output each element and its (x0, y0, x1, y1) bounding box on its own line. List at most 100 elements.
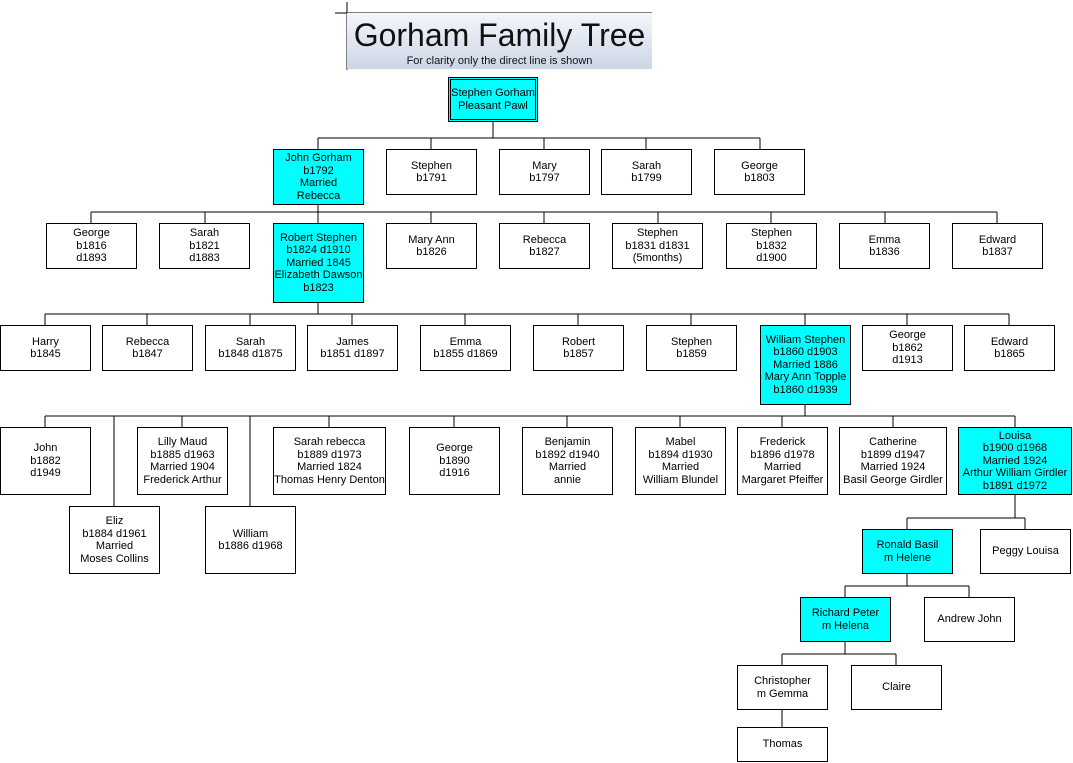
person-text-line: Rebecca (522, 233, 567, 246)
person-text-line: John (33, 442, 58, 455)
person-text-line: b1824 d1910 (286, 244, 351, 257)
person-text-line: b1857 (563, 348, 594, 360)
person-text-line: b1827 (529, 246, 560, 258)
person-box-g5-peggy: Peggy Louisa (980, 529, 1071, 574)
person-text-line: James (336, 335, 369, 348)
person-text-line: Andrew John (937, 613, 1002, 626)
person-text-line: Married (661, 461, 700, 473)
person-box-g6-andrew: Andrew John (924, 597, 1015, 642)
person-text-line: d1916 (439, 467, 470, 480)
person-text-line: b1896 d1978 (750, 448, 815, 461)
person-text-line: b1894 d1930 (648, 448, 713, 461)
person-text-line: b1884 d1961 (82, 527, 147, 540)
person-text-line: b1860 d1903 (773, 346, 838, 359)
person-text-line: m Gemma (756, 687, 809, 700)
person-text-line: Rebecca (125, 335, 170, 348)
person-text-line: Sarah (235, 335, 266, 348)
person-text-line: Frederick (759, 436, 806, 448)
person-text-line: William Blundel (642, 473, 719, 486)
person-text-line: b1845 (30, 348, 61, 360)
person-text-line: Arthur William Girdler (962, 467, 1068, 480)
person-box-g7-claire: Claire (851, 665, 942, 710)
person-text-line: b1900 d1968 (982, 442, 1048, 455)
person-text-line: Ronald Basil (876, 539, 939, 551)
person-text-line: d1913 (892, 354, 923, 367)
person-text-line: Peggy Louisa (992, 545, 1059, 558)
person-text-line: m Helena (821, 619, 870, 632)
person-text-line: b1836 (869, 246, 900, 258)
person-text-line: Married 1845 (286, 256, 351, 269)
person-text-line: b1816 (76, 239, 107, 252)
person-text-line: Benjamin (544, 436, 591, 448)
person-text-line: Edward (978, 233, 1017, 246)
person-text-line: Married (548, 461, 587, 473)
person-text-line: b1847 (132, 348, 163, 360)
person-text-line: Sarah rebecca (293, 436, 366, 448)
person-text-line: b1886 d1968 (218, 540, 283, 552)
person-text-line: b1848 d1875 (218, 348, 283, 360)
person-text-line: (5months) (632, 252, 683, 265)
person-text-line: Catherine (869, 436, 917, 448)
person-text-line: Eliz (105, 515, 124, 527)
person-text-line: Married 1924 (860, 461, 926, 473)
person-text-line: Married 1886 (773, 358, 838, 371)
person-text-line: b1791 (416, 172, 447, 184)
person-text-line: George (73, 227, 110, 240)
person-text-line: b1831 d1831 (625, 239, 690, 252)
person-text-line: b1837 (982, 246, 1013, 258)
person-text-line: b1885 d1963 (150, 448, 215, 461)
person-text-line: Mary Ann (408, 233, 455, 246)
person-text-line: Married (299, 177, 338, 189)
person-text-line: b1832 (756, 239, 787, 252)
person-text-line: Thomas (762, 738, 803, 751)
person-text-line: Claire (882, 681, 911, 694)
person-text-line: b1851 d1897 (320, 348, 385, 360)
person-text-line: Frederick Arthur (143, 473, 222, 486)
person-text-line: b1891 d1972 (982, 479, 1048, 492)
person-text-line: Stephen (637, 227, 678, 240)
person-text-line: Married 1904 (150, 461, 215, 473)
person-text-line: Stephen Gorham (451, 87, 535, 99)
person-text-line: William (232, 527, 269, 540)
title-banner: Gorham Family Tree For clarity only the … (347, 13, 652, 69)
person-text-line: b1792 (303, 164, 334, 177)
person-text-line: Stephen (671, 335, 712, 348)
person-text-line: Married 1824 (297, 461, 362, 473)
person-text-line: Mabel (665, 436, 696, 448)
person-text-line: Louisa (998, 429, 1032, 442)
person-text-line: b1862 (892, 341, 923, 354)
person-box-g8-thomas: Thomas (737, 727, 828, 762)
person-text-line: Pleasant Pawl (458, 99, 528, 112)
person-text-line: Sarah (189, 227, 220, 240)
person-text-line: Margaret Pfeiffer (741, 473, 824, 486)
person-text-line: Thomas Henry Denton (274, 473, 385, 486)
page-title: Gorham Family Tree (353, 17, 646, 53)
person-text-line: John Gorham (285, 152, 352, 164)
person-text-line: b1823 (303, 281, 334, 294)
person-text-line: Emma (868, 233, 901, 246)
person-text-line: d1949 (30, 467, 61, 480)
person-text-line: Stephen (411, 159, 452, 172)
person-text-line: b1865 (994, 348, 1025, 360)
